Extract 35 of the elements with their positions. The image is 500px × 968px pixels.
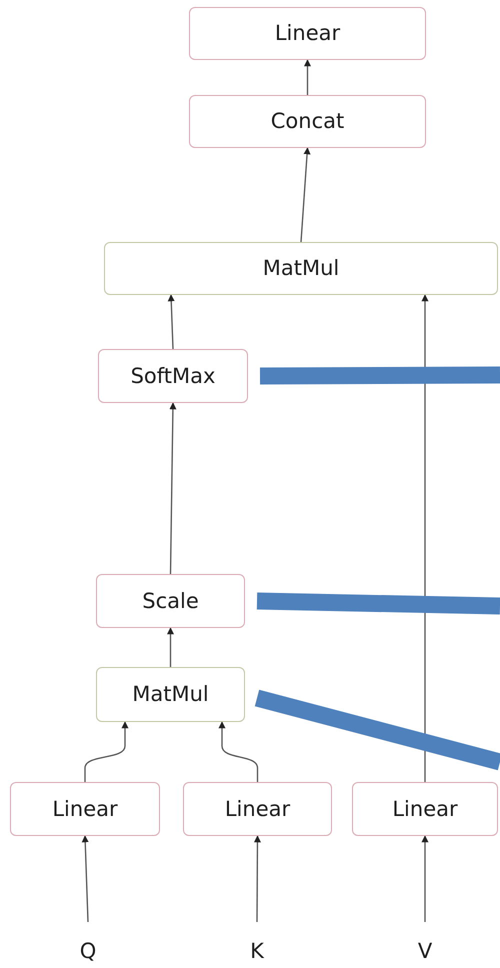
- arrow: [422, 835, 428, 922]
- box-label: Linear: [274, 20, 340, 47]
- arrow: [422, 294, 428, 782]
- box-label: Scale: [142, 588, 199, 614]
- box-label: Linear: [52, 796, 118, 822]
- process-box: [189, 95, 426, 148]
- leader-line: [256, 592, 500, 614]
- process-box: [10, 782, 160, 836]
- input-label: V: [418, 938, 432, 964]
- process-box: [352, 782, 498, 836]
- process-box: [104, 242, 498, 295]
- box-label: MatMul: [132, 681, 209, 708]
- leader-line: [254, 690, 500, 770]
- input-label: Q: [80, 938, 96, 964]
- box-label: Linear: [392, 796, 458, 822]
- process-box: [96, 574, 245, 628]
- arrow: [218, 721, 258, 782]
- input-label: K: [250, 938, 264, 964]
- process-box: [98, 349, 248, 403]
- process-box: [189, 7, 426, 60]
- arrow: [304, 59, 311, 95]
- arrow: [254, 835, 261, 922]
- arrow: [169, 402, 176, 574]
- process-box: [183, 782, 332, 836]
- process-box: [96, 667, 245, 722]
- arrow: [168, 294, 175, 350]
- arrow: [167, 627, 174, 667]
- arrow: [300, 147, 311, 242]
- arrow: [82, 835, 89, 922]
- arrow: [84, 721, 128, 782]
- box-label: Concat: [270, 108, 344, 135]
- box-label: Linear: [224, 796, 290, 822]
- box-label: SoftMax: [130, 362, 216, 390]
- leader-line: [260, 366, 500, 384]
- box-label: MatMul: [262, 255, 340, 282]
